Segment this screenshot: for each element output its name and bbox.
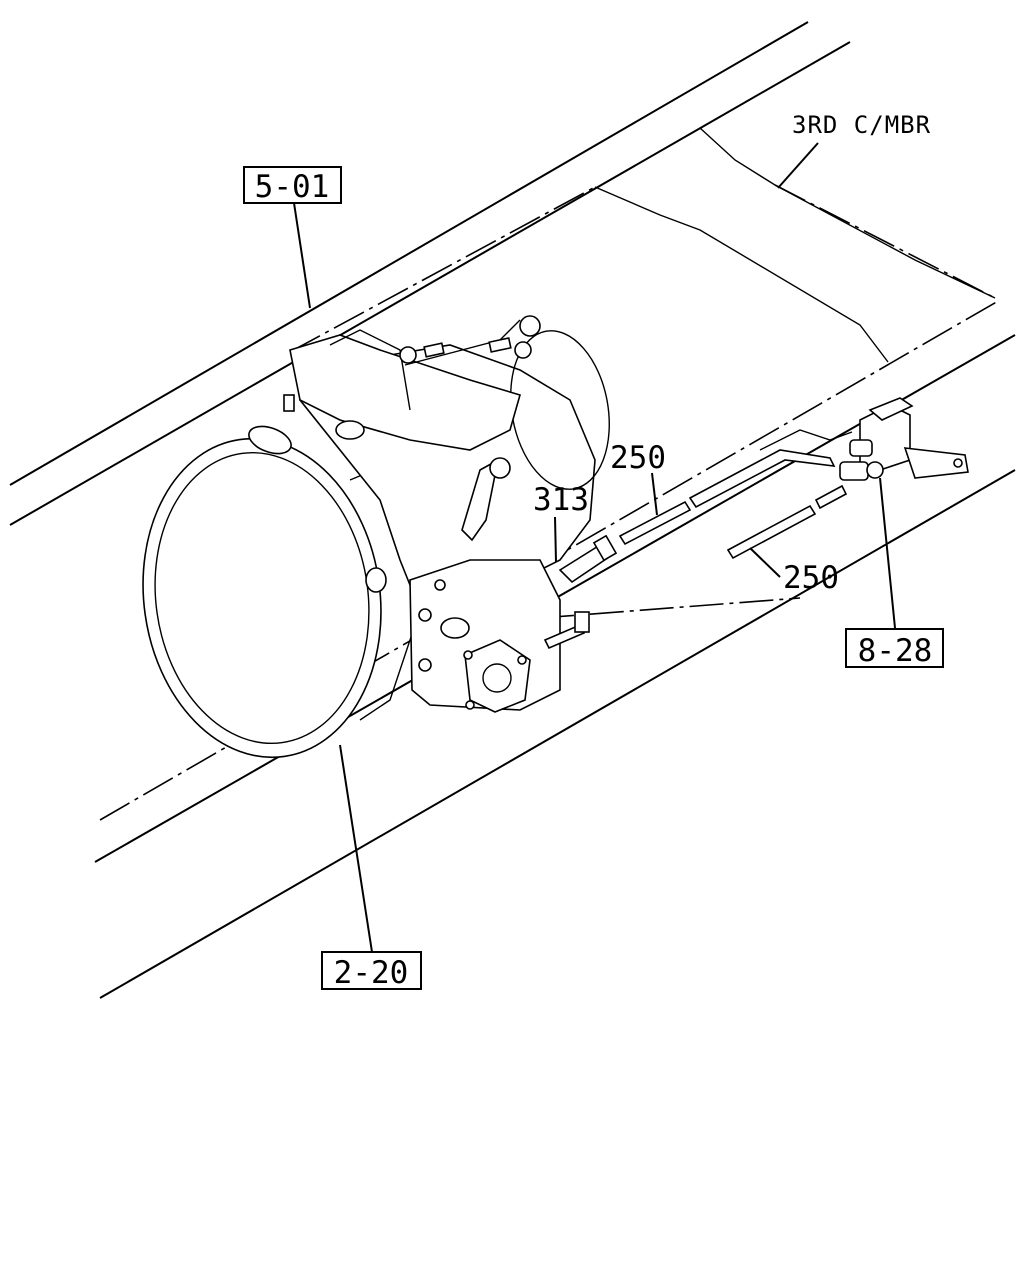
third-crossmember [594, 127, 996, 363]
leader-lines [293, 142, 896, 953]
crossmember-note: 3RD C/MBR [792, 111, 931, 139]
valve-bracket-assembly [839, 397, 969, 481]
part-number-250-lower[interactable]: 250 [783, 560, 839, 596]
transmission-assembly [142, 315, 618, 759]
tubes-and-hoses [618, 429, 853, 560]
callout-2-20-label: 2-20 [334, 955, 409, 991]
callout-8-28[interactable]: 8-28 [845, 628, 944, 669]
callout-8-28-label: 8-28 [858, 633, 933, 669]
part-number-250-upper[interactable]: 250 [610, 440, 666, 476]
part-number-313[interactable]: 313 [533, 482, 589, 518]
callout-2-20[interactable]: 2-20 [321, 951, 422, 991]
callout-5-01[interactable]: 5-01 [243, 166, 342, 205]
callout-5-01-label: 5-01 [255, 169, 330, 205]
